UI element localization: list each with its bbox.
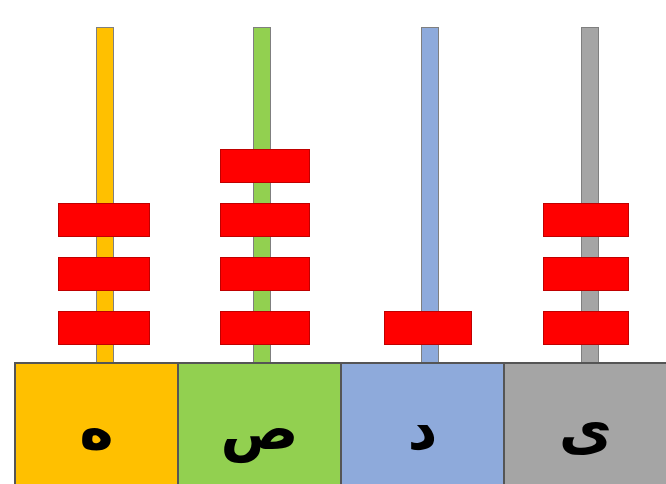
cell-3: د <box>342 364 505 484</box>
cell-4-label: ی <box>558 395 613 463</box>
bead-col-1-1 <box>58 311 150 345</box>
cell-3-label: د <box>407 395 438 463</box>
bead-col-4-3 <box>543 203 629 237</box>
bead-col-1-2 <box>58 257 150 291</box>
bead-col-3-1 <box>384 311 472 345</box>
bead-col-2-4 <box>220 149 310 183</box>
bead-col-4-2 <box>543 257 629 291</box>
place-value-base: ه ص د ی <box>14 362 666 484</box>
bead-col-2-3 <box>220 203 310 237</box>
cell-1: ه <box>16 364 179 484</box>
bead-col-2-1 <box>220 311 310 345</box>
cell-4: ی <box>505 364 666 484</box>
cell-1-label: ه <box>79 395 114 463</box>
cell-2: ص <box>179 364 342 484</box>
bead-col-1-3 <box>58 203 150 237</box>
bead-col-4-1 <box>543 311 629 345</box>
cell-2-label: ص <box>220 395 299 463</box>
bead-col-2-2 <box>220 257 310 291</box>
